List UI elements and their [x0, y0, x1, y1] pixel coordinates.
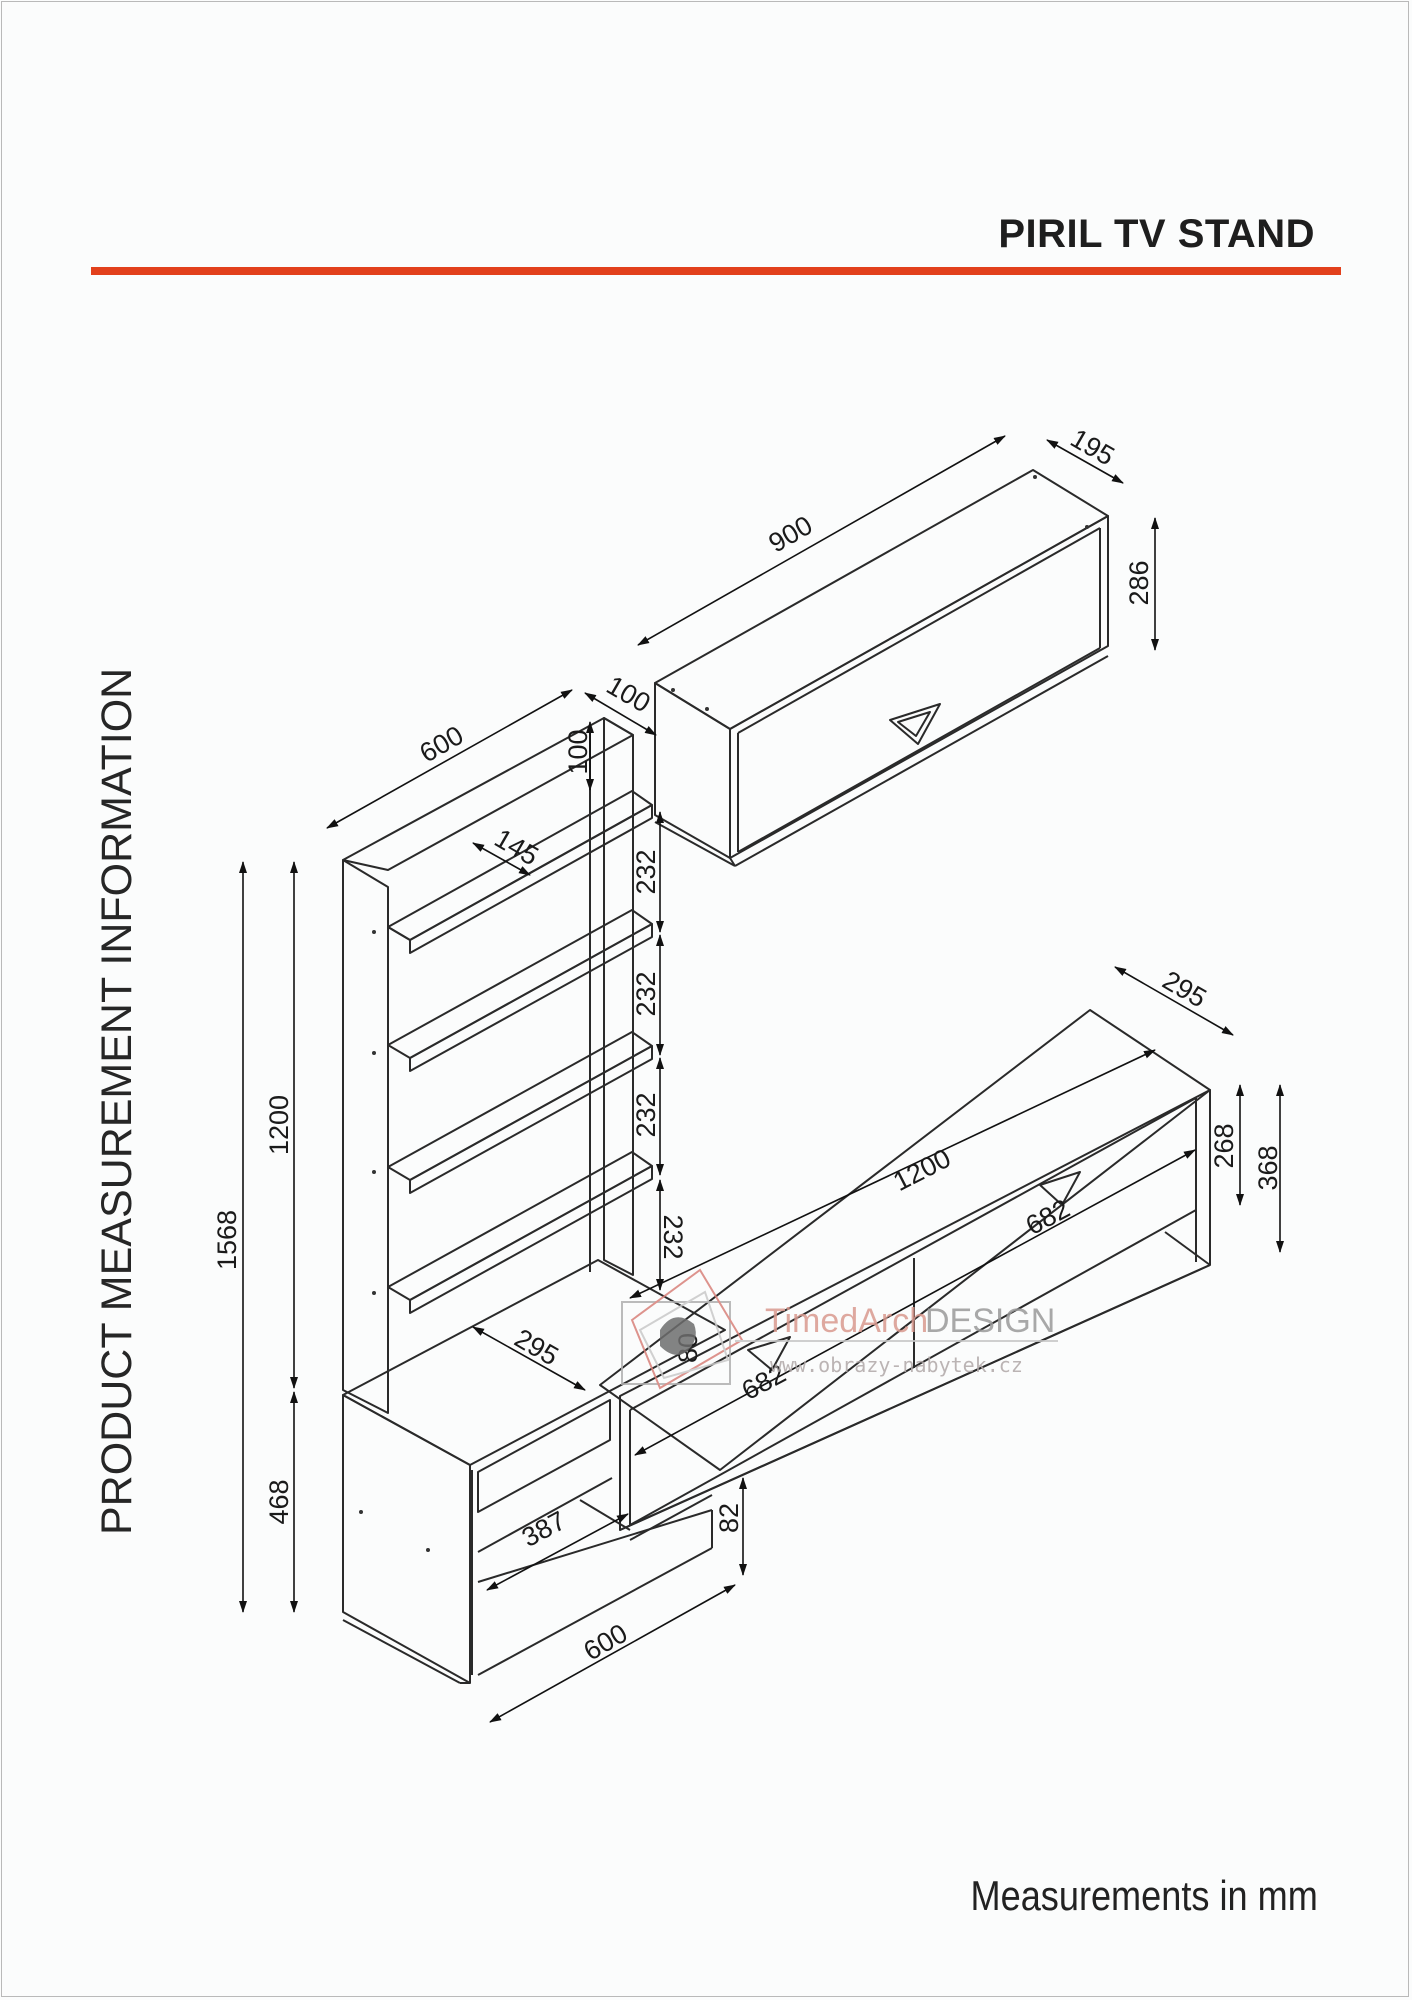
watermark-logo-icon — [660, 1317, 696, 1355]
dim-total-height: 1568 — [212, 1210, 242, 1270]
dim-shelf-gap-4: 232 — [658, 1214, 688, 1259]
dim-lower-height: 468 — [264, 1479, 294, 1524]
watermark-url: www.obrazy-nabytek.cz — [770, 1353, 1023, 1377]
bookcase-tower — [342, 717, 653, 1414]
dimension-labels: 900 195 286 100 100 600 145 232 232 232 … — [212, 423, 1283, 1667]
dim-base-width: 600 — [578, 1618, 632, 1667]
handle-icon — [889, 703, 941, 745]
dim-upper-height: 1200 — [264, 1095, 294, 1155]
dim-tv-total-height: 368 — [1253, 1145, 1283, 1190]
title-underline — [91, 267, 1341, 275]
dim-wall-offset: 100 — [601, 670, 655, 719]
dim-base-depth: 295 — [509, 1323, 563, 1372]
dim-shelf-gap-3: 232 — [631, 1092, 661, 1137]
dim-shelf-depth: 145 — [489, 823, 543, 872]
dim-shelf-top-gap: 100 — [563, 729, 593, 774]
watermark: TimedArch DESIGN www.obrazy-nabytek.cz — [621, 1268, 1058, 1390]
dim-tv-width: 1200 — [888, 1143, 955, 1197]
tv-stand — [579, 1009, 1211, 1541]
dim-leg-height: 82 — [714, 1503, 744, 1533]
shelf-3 — [387, 1031, 653, 1194]
page-title: PIRIL TV STAND — [998, 212, 1315, 256]
dim-tv-front-height: 268 — [1209, 1123, 1239, 1168]
watermark-brand: TimedArch — [765, 1302, 928, 1340]
dim-inner-width: 387 — [517, 1505, 571, 1553]
shelf-1 — [387, 790, 653, 954]
dim-wall-height: 286 — [1124, 560, 1154, 605]
wall-cabinet — [654, 469, 1109, 867]
dim-shelf-gap-1: 232 — [631, 849, 661, 894]
watermark-brand-suffix: DESIGN — [925, 1302, 1055, 1340]
dim-bookcase-width: 600 — [414, 720, 468, 769]
shelf-2 — [387, 909, 653, 1072]
dim-wall-width: 900 — [763, 510, 817, 559]
dim-tv-depth: 295 — [1157, 965, 1211, 1014]
dim-wall-depth: 195 — [1065, 423, 1119, 472]
dimension-lines — [239, 435, 1284, 1723]
dim-shelf-gap-2: 232 — [631, 971, 661, 1016]
shelf-4 — [387, 1151, 653, 1314]
units-note: Measurements in mm — [970, 1872, 1318, 1919]
